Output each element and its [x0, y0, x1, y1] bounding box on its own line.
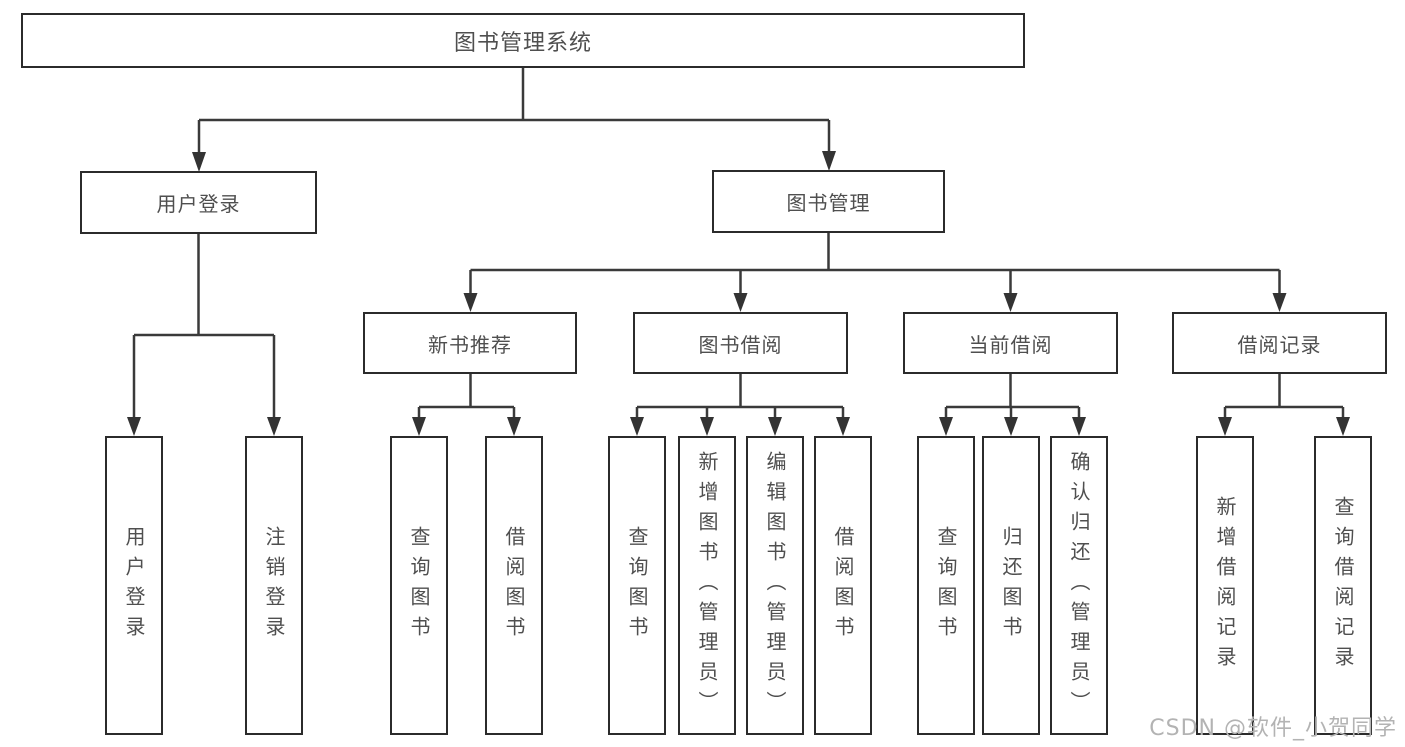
node-label: 当前借阅: [968, 332, 1053, 357]
leaf-logout: 注销登录: [245, 436, 303, 735]
leaf-user-login: 用户登录: [105, 436, 163, 735]
connector-root-to-level2: [192, 68, 836, 172]
node-label: 新书推荐: [428, 332, 512, 357]
node-label: 新增图书（管理员）: [695, 450, 719, 721]
leaf-query-books-3: 查询图书: [917, 436, 975, 735]
node-user-login: 用户登录: [80, 171, 317, 234]
node-current-borrowing: 当前借阅: [903, 312, 1118, 374]
connector-book-mgmt-children: [463, 233, 1287, 312]
leaf-query-books-2: 查询图书: [608, 436, 666, 735]
node-label: 确认归还（管理员）: [1067, 450, 1091, 721]
leaf-borrow-books-2: 借阅图书: [814, 436, 872, 735]
leaf-query-borrow-record: 查询借阅记录: [1314, 436, 1372, 735]
node-label: 用户登录: [156, 192, 241, 216]
connector-book-borrow-children: [630, 374, 850, 436]
node-label: 借阅图书: [831, 525, 855, 646]
leaf-edit-books-admin: 编辑图书（管理员）: [746, 436, 804, 735]
node-label: 借阅图书: [502, 525, 526, 646]
node-label: 用户登录: [122, 525, 146, 646]
node-label: 查询图书: [625, 525, 649, 646]
node-label: 查询借阅记录: [1331, 495, 1355, 676]
node-label: 图书管理系统: [453, 30, 592, 56]
node-label: 新增借阅记录: [1213, 495, 1237, 676]
connector-current-borrow-children: [939, 374, 1086, 436]
leaf-borrow-books-1: 借阅图书: [485, 436, 543, 735]
connector-user-login-children: [127, 234, 281, 436]
csdn-watermark: CSDN @软件_小贺同学: [1149, 716, 1397, 741]
leaf-query-books-1: 查询图书: [390, 436, 448, 735]
node-book-borrowing: 图书借阅: [633, 312, 848, 374]
node-new-book-recommend: 新书推荐: [363, 312, 577, 374]
node-label: 借阅记录: [1237, 332, 1322, 357]
node-label: 图书管理: [786, 191, 871, 215]
node-library-system: 图书管理系统: [21, 13, 1025, 68]
leaf-add-books-admin: 新增图书（管理员）: [678, 436, 736, 735]
node-label: 图书借阅: [698, 332, 783, 357]
node-book-management: 图书管理: [712, 170, 945, 233]
leaf-return-books: 归还图书: [982, 436, 1040, 735]
node-label: 编辑图书（管理员）: [763, 450, 787, 721]
node-label: 查询图书: [934, 525, 958, 646]
connector-new-books-children: [412, 374, 521, 436]
leaf-confirm-return-admin: 确认归还（管理员）: [1050, 436, 1108, 735]
node-label: 归还图书: [999, 525, 1023, 646]
node-label: 注销登录: [262, 525, 286, 646]
node-borrowing-records: 借阅记录: [1172, 312, 1387, 374]
node-label: 查询图书: [407, 525, 431, 646]
connector-borrow-records-children: [1218, 374, 1350, 436]
leaf-add-borrow-record: 新增借阅记录: [1196, 436, 1254, 735]
